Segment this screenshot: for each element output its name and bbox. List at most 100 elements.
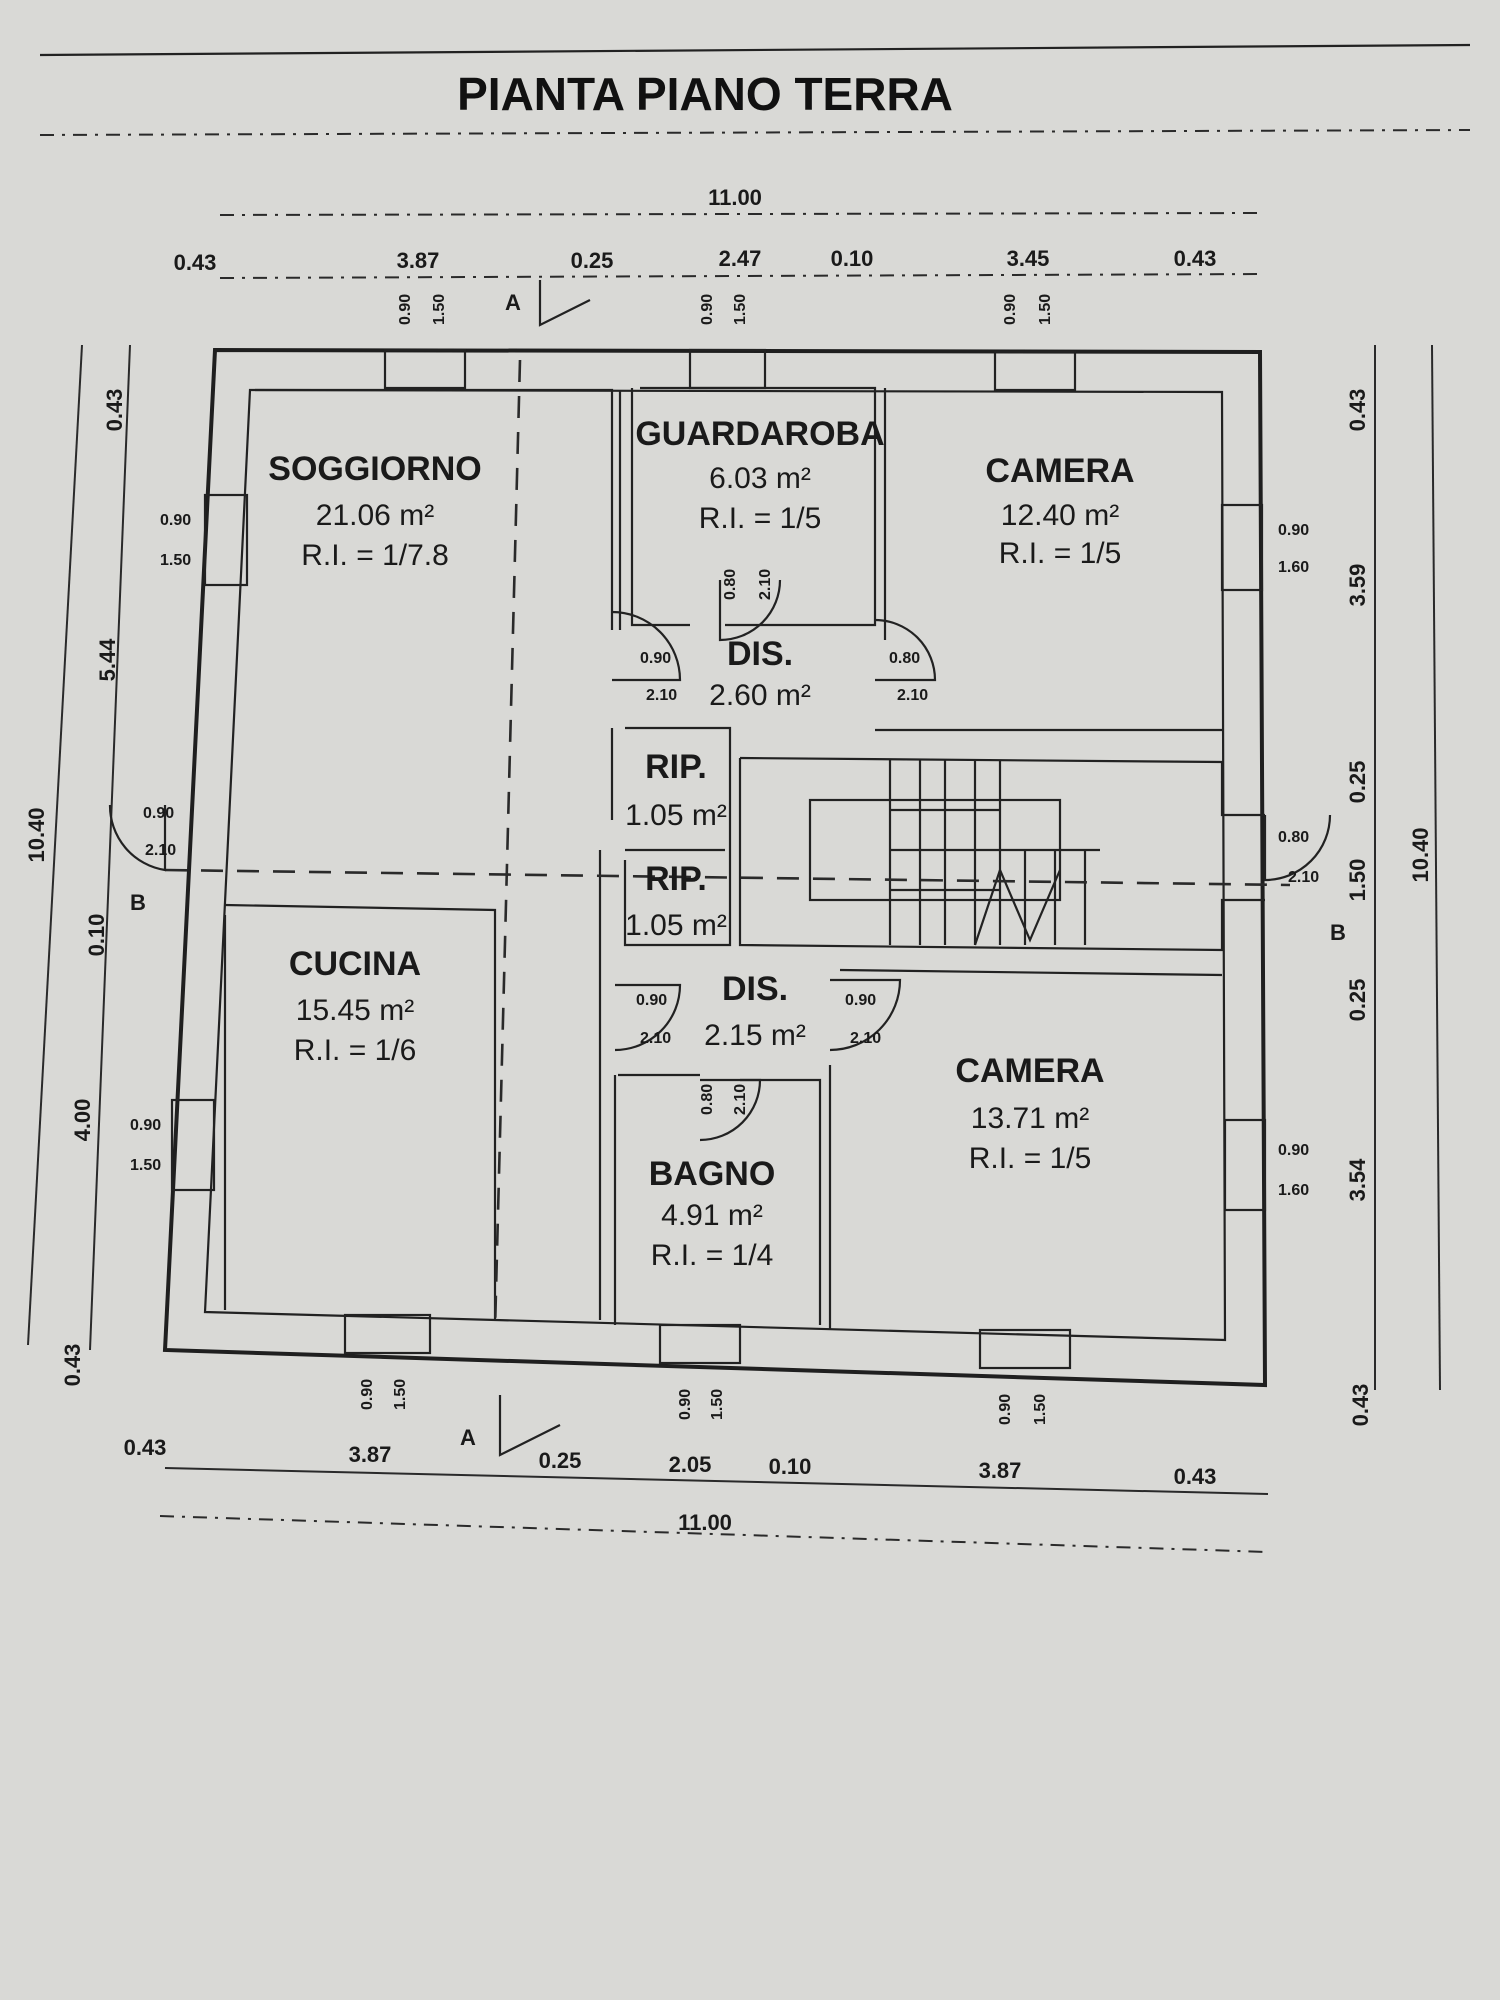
header-top-line bbox=[39, 43, 1471, 57]
stair-arrow bbox=[973, 866, 1062, 946]
room-area: 1.05 m² bbox=[625, 909, 727, 942]
door-cucina bbox=[614, 983, 682, 1052]
room-camera-1: CAMERA 12.40 m² R.I. = 1/5 bbox=[985, 452, 1134, 570]
window-camera2-right bbox=[1223, 1118, 1267, 1212]
door-label-h: 2.10 bbox=[757, 569, 774, 600]
top-dim-6: 0.43 bbox=[1174, 246, 1217, 271]
win-label-w: 0.90 bbox=[130, 1117, 161, 1134]
win-label-w: 0.90 bbox=[160, 512, 191, 529]
header-bottom-line bbox=[39, 129, 1471, 136]
window-guardaroba bbox=[688, 348, 767, 390]
room-guardaroba: GUARDAROBA 6.03 m² R.I. = 1/5 bbox=[635, 415, 884, 535]
room-rip-2: RIP. 1.05 m² bbox=[625, 860, 727, 942]
section-a-top: A bbox=[505, 290, 521, 315]
bottom-dim-1: 3.87 bbox=[349, 1442, 392, 1467]
room-area: 2.15 m² bbox=[704, 1019, 806, 1052]
section-line-b bbox=[164, 868, 1291, 887]
room-soggiorno: SOGGIORNO 21.06 m² R.I. = 1/7.8 bbox=[268, 450, 481, 572]
room-area: 21.06 m² bbox=[316, 499, 434, 532]
wall-camera2-top bbox=[839, 968, 1223, 977]
win-label-h: 1.60 bbox=[1278, 1182, 1309, 1199]
door-label-h: 2.10 bbox=[732, 1084, 749, 1115]
window-camera1-top bbox=[993, 350, 1077, 392]
bottom-dim-4: 0.10 bbox=[769, 1454, 812, 1479]
wall-stairs-bottom bbox=[738, 758, 1265, 952]
room-ri: R.I. = 1/6 bbox=[294, 1034, 417, 1067]
bottom-dim-6: 0.43 bbox=[1174, 1464, 1217, 1489]
room-area: 13.71 m² bbox=[971, 1102, 1089, 1135]
exterior-wall-outer bbox=[162, 347, 1268, 1388]
bottom-total-dim: 11.00 bbox=[678, 1510, 732, 1535]
win-label-w: 0.90 bbox=[397, 294, 414, 325]
door-camera1 bbox=[874, 618, 937, 682]
room-area: 12.40 m² bbox=[1001, 499, 1119, 532]
room-dis-1: DIS. 2.60 m² bbox=[709, 635, 811, 712]
left-dim-1: 5.44 bbox=[95, 638, 120, 682]
door-label-w: 0.90 bbox=[636, 992, 667, 1009]
win-label-h: 1.50 bbox=[431, 294, 448, 325]
door-label-h: 2.10 bbox=[646, 687, 677, 704]
right-dim-0: 0.43 bbox=[1345, 389, 1370, 432]
door-label-w: 0.80 bbox=[699, 1084, 716, 1115]
exterior-wall-inner bbox=[203, 388, 1227, 1342]
room-ri: R.I. = 1/7.8 bbox=[301, 539, 449, 572]
bottom-segment-dim-line bbox=[164, 1467, 1269, 1495]
win-label-h: 1.60 bbox=[1278, 559, 1309, 576]
section-b-right: B bbox=[1330, 920, 1346, 945]
plan-title: PIANTA PIANO TERRA bbox=[457, 68, 953, 120]
win-label-w: 0.90 bbox=[1278, 522, 1309, 539]
door-camera2 bbox=[829, 978, 902, 1052]
left-dim-0: 0.43 bbox=[102, 389, 127, 432]
window-soggiorno-top bbox=[383, 348, 467, 390]
top-dim-5: 3.45 bbox=[1007, 246, 1050, 271]
window-cucina-left bbox=[170, 1098, 216, 1192]
win-label-h: 1.50 bbox=[1032, 1394, 1049, 1425]
win-label-w: 0.90 bbox=[677, 1389, 694, 1420]
room-name: DIS. bbox=[722, 970, 788, 1008]
door-label-w: 0.80 bbox=[1278, 829, 1309, 846]
room-area: 4.91 m² bbox=[661, 1199, 763, 1232]
door-label-h: 2.10 bbox=[145, 842, 176, 859]
wall-soggiorno bbox=[255, 388, 614, 630]
room-name: DIS. bbox=[727, 635, 793, 673]
right-total-dim-line bbox=[1431, 344, 1441, 1391]
section-b-left: B bbox=[130, 890, 146, 915]
room-ri: R.I. = 1/4 bbox=[651, 1239, 774, 1272]
win-label-h: 1.50 bbox=[392, 1379, 409, 1410]
room-area: 15.45 m² bbox=[296, 994, 414, 1027]
room-name: GUARDAROBA bbox=[635, 415, 884, 453]
window-camera2-bottom bbox=[978, 1328, 1072, 1370]
window-camera1-right bbox=[1220, 503, 1264, 592]
top-total-dim-line bbox=[219, 212, 1263, 216]
left-dim-2: 0.10 bbox=[84, 914, 109, 957]
door-label-h: 2.10 bbox=[1288, 869, 1319, 886]
door-rear bbox=[1263, 814, 1332, 882]
right-dim-5: 3.54 bbox=[1345, 1158, 1370, 1202]
bottom-dim-2: 0.25 bbox=[539, 1448, 582, 1473]
room-area: 1.05 m² bbox=[625, 799, 727, 832]
wall-guardaroba-b bbox=[630, 388, 690, 627]
bottom-dim-5: 3.87 bbox=[979, 1458, 1022, 1483]
door-label-w: 0.90 bbox=[845, 992, 876, 1009]
left-total-dim: 10.40 bbox=[24, 807, 49, 862]
wall-cucina bbox=[224, 903, 497, 1320]
left-dim-3: 4.00 bbox=[70, 1099, 95, 1142]
room-ri: R.I. = 1/5 bbox=[999, 537, 1122, 570]
win-label-h: 1.50 bbox=[709, 1389, 726, 1420]
top-dim-2: 0.25 bbox=[571, 248, 614, 273]
section-a-bottom: A bbox=[460, 1425, 476, 1450]
window-labels-top: 0.90 1.50 0.90 1.50 0.90 1.50 bbox=[397, 294, 1054, 325]
room-area: 2.60 m² bbox=[709, 679, 811, 712]
door-bagno bbox=[699, 1078, 762, 1142]
window-labels-side: 0.90 1.50 0.90 1.60 0.90 1.50 0.90 1.60 bbox=[130, 512, 1309, 1199]
right-dim-6: 0.43 bbox=[1348, 1384, 1373, 1427]
section-a-top-arrow bbox=[538, 280, 591, 327]
bottom-dim-3: 2.05 bbox=[669, 1452, 712, 1477]
door-label-h: 2.10 bbox=[897, 687, 928, 704]
room-name: SOGGIORNO bbox=[268, 450, 481, 488]
door-label-w: 0.80 bbox=[722, 569, 739, 600]
right-dim-4: 0.25 bbox=[1345, 979, 1370, 1022]
top-dim-1: 3.87 bbox=[397, 248, 440, 273]
room-name: CAMERA bbox=[955, 1052, 1104, 1090]
window-soggiorno-left bbox=[203, 493, 249, 587]
